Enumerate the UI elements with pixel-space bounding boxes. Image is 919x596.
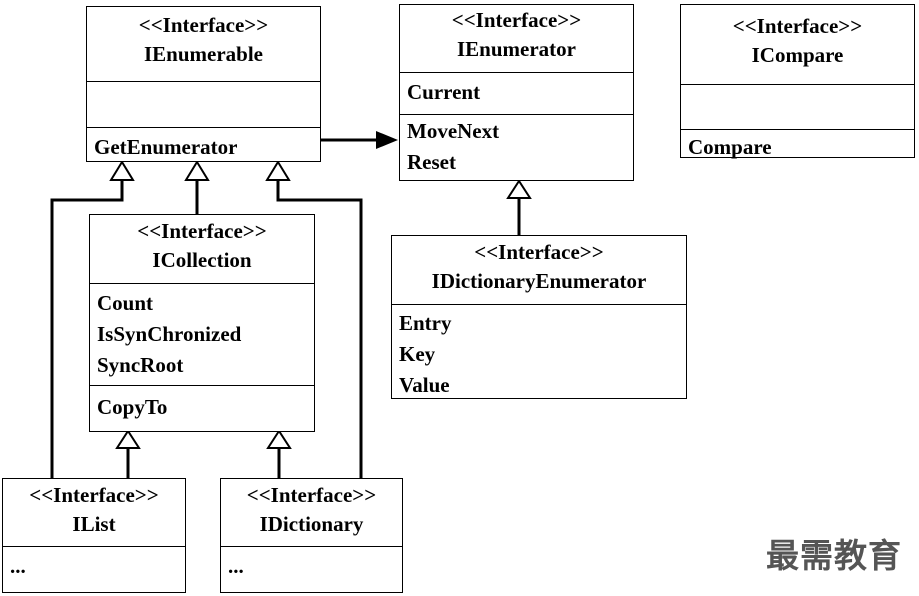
attributes-section: ...: [221, 546, 402, 582]
operation: CopyTo: [97, 395, 168, 419]
class-icompare: <<Interface>> ICompare Compare: [680, 4, 915, 159]
attribute: Current: [407, 80, 481, 104]
attributes-section: Count IsSynChronized SyncRoot: [90, 283, 314, 385]
stereotype-label: <<Interface>>: [246, 483, 377, 507]
generalization-arrowhead: [115, 429, 141, 449]
attribute: SyncRoot: [97, 353, 184, 377]
class-name: IEnumerator: [457, 37, 576, 61]
attribute: Count: [97, 291, 154, 315]
operation: GetEnumerator: [94, 135, 238, 159]
generalization-arrowhead: [266, 429, 292, 449]
attribute: Entry: [399, 311, 452, 335]
attribute: Value: [399, 373, 450, 397]
generalization-arrowhead: [265, 160, 291, 181]
idictionary-to-ienumerable-line: [276, 180, 363, 478]
stereotype-label: <<Interface>>: [138, 13, 269, 37]
attributes-section: Entry Key Value: [392, 304, 686, 401]
class-ilist: <<Interface>> IList ...: [2, 478, 186, 593]
attribute: Key: [399, 342, 436, 366]
operations-section: CopyTo: [90, 385, 314, 423]
stereotype-label: <<Interface>>: [474, 240, 604, 264]
class-idictionaryenumerator: <<Interface>> IDictionaryEnumerator Entr…: [391, 235, 687, 399]
class-icollection: <<Interface>> ICollection Count IsSynChr…: [89, 214, 315, 432]
class-name: ICompare: [751, 43, 844, 67]
attributes-section: Current: [400, 72, 633, 114]
ilist-to-ienumerable-line: [50, 180, 124, 478]
attributes-section: [681, 84, 914, 129]
class-ienumerator: <<Interface>> IEnumerator Current MoveNe…: [399, 4, 634, 181]
stereotype-label: <<Interface>>: [732, 14, 863, 38]
class-name: ICollection: [152, 248, 252, 272]
operations-section: Compare: [681, 129, 914, 163]
class-name: IList: [72, 512, 116, 536]
attribute: IsSynChronized: [97, 322, 242, 346]
class-name: IDictionaryEnumerator: [431, 269, 647, 293]
attribute: ...: [228, 554, 244, 578]
generalization-arrowhead: [109, 160, 135, 181]
class-name: IEnumerable: [143, 42, 263, 66]
operations-section: GetEnumerator: [87, 127, 320, 163]
class-ienumerable: <<Interface>> IEnumerable GetEnumerator: [86, 6, 321, 162]
class-idictionary: <<Interface>> IDictionary ...: [220, 478, 403, 593]
association-arrowhead: [376, 131, 398, 149]
stereotype-label: <<Interface>>: [29, 483, 159, 507]
operation: Compare: [688, 135, 772, 159]
operation: Reset: [407, 150, 456, 174]
attribute: ...: [10, 554, 26, 578]
stereotype-label: <<Interface>>: [451, 8, 582, 32]
generalization-arrowhead: [506, 179, 532, 199]
stereotype-label: <<Interface>>: [137, 219, 267, 243]
class-name: IDictionary: [259, 512, 364, 536]
watermark-text: 最需教育: [766, 536, 902, 575]
operations-section: MoveNext Reset: [400, 114, 633, 178]
attributes-section: ...: [3, 546, 185, 582]
generalization-arrowhead: [184, 160, 210, 181]
attributes-section: [87, 81, 320, 127]
operation: MoveNext: [407, 119, 500, 143]
